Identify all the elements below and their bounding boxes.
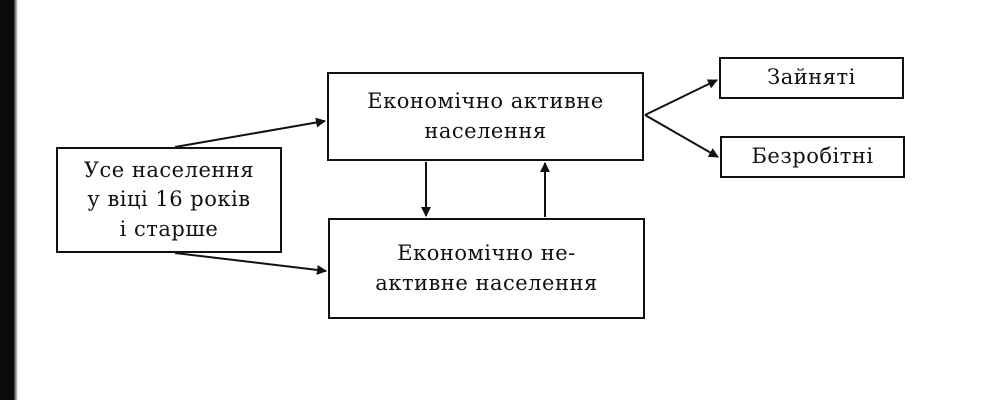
node-unemployed: Безробітні (720, 136, 905, 178)
arrow-active-to-employed (644, 79, 718, 116)
node-all-population-label: Усе населення у віці 16 років і старше (83, 157, 255, 241)
node-all-population: Усе населення у віці 16 років і старше (56, 147, 282, 253)
arrow-active-to-unemployed (644, 114, 719, 158)
node-economically-inactive-label: Економічно не- активне населення (375, 241, 598, 295)
node-employed-label: Зайняті (767, 65, 856, 90)
node-employed: Зайняті (719, 57, 904, 99)
node-economically-inactive: Економічно не- активне населення (328, 218, 645, 319)
scan-edge (0, 0, 18, 400)
node-economically-active-label: Економічно активне населення (367, 89, 604, 143)
node-unemployed-label: Безробітні (751, 144, 874, 169)
arrow-all-to-active (174, 117, 326, 148)
arrow-all-to-inactive (174, 252, 327, 275)
node-economically-active: Економічно активне населення (327, 72, 644, 161)
